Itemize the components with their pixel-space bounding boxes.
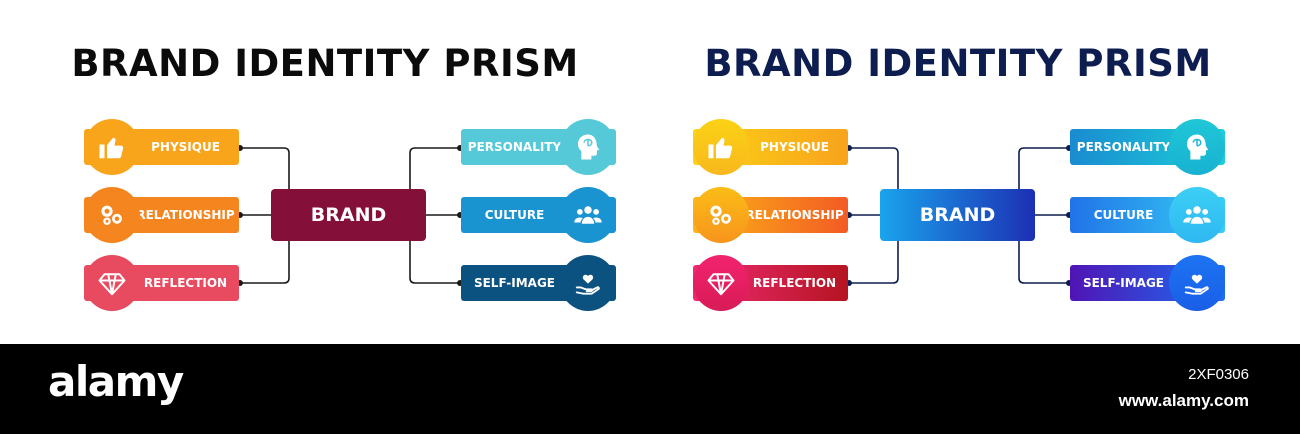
item-label: CULTURE <box>1093 208 1154 222</box>
heart-hand-icon <box>560 255 616 311</box>
people-group-icon <box>560 187 616 243</box>
center-brand-box: BRAND <box>271 189 426 241</box>
item-label: PERSONALITY <box>1076 140 1171 154</box>
item-label: REFLECTION <box>752 276 837 290</box>
diagram-panel-gradient: BRAND IDENTITY PRISM PHYSIQUE RELATIONSH… <box>650 0 1300 344</box>
gears-icon <box>693 187 749 243</box>
diagram-panel-flat: BRAND IDENTITY PRISM PHYSIQUE RELATIONSH… <box>0 0 650 344</box>
item-label: SELF-IMAGE <box>473 276 556 290</box>
item-label: PERSONALITY <box>467 140 562 154</box>
thumbs-up-icon <box>693 119 749 175</box>
diagram-title: BRAND IDENTITY PRISM <box>71 42 579 85</box>
heart-hand-icon <box>1169 255 1225 311</box>
center-brand-box: BRAND <box>880 189 1035 241</box>
alamy-logo: alamy <box>48 357 184 406</box>
item-label: REFLECTION <box>143 276 228 290</box>
item-label: PHYSIQUE <box>151 140 220 154</box>
head-brain-icon <box>560 119 616 175</box>
item-label: CULTURE <box>484 208 545 222</box>
diagram-title: BRAND IDENTITY PRISM <box>704 42 1212 85</box>
people-group-icon <box>1169 187 1225 243</box>
item-label: PHYSIQUE <box>760 140 829 154</box>
thumbs-up-icon <box>84 119 140 175</box>
image-id: 2XF0306 <box>1188 366 1249 383</box>
diamond-icon <box>693 255 749 311</box>
item-label: RELATIONSHIP <box>745 208 844 222</box>
item-label: SELF-IMAGE <box>1082 276 1165 290</box>
watermark-url: www.alamy.com <box>1118 391 1249 410</box>
head-brain-icon <box>1169 119 1225 175</box>
gears-icon <box>84 187 140 243</box>
diamond-icon <box>84 255 140 311</box>
item-label: RELATIONSHIP <box>136 208 235 222</box>
watermark-footer: alamy 2XF0306 www.alamy.com <box>0 344 1300 434</box>
